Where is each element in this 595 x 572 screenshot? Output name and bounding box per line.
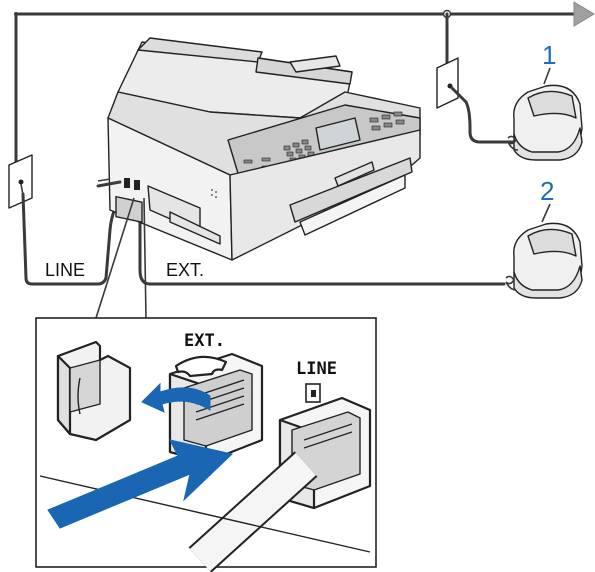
left-wall-jack: [8, 12, 33, 209]
ext-label: EXT.: [166, 260, 204, 280]
zoom-callout-lines: [95, 197, 147, 319]
phone-2-number: 2: [540, 176, 554, 206]
phone-cord: [39, 451, 371, 572]
curved-arrow-icon: [141, 382, 211, 413]
phone-1-pointer: [543, 67, 551, 85]
telephone-handset-icon: [507, 84, 583, 161]
outgoing-line: [14, 1, 595, 27]
ext-port: [168, 352, 264, 464]
ext-wire: [138, 193, 506, 286]
push-arrow-icon: [47, 439, 234, 529]
fax-machine: [96, 37, 421, 261]
phone-2-pointer: [541, 203, 551, 223]
telephone-handset-icon: [174, 355, 228, 378]
line-port-label: LINE: [296, 359, 337, 379]
telephone-handset-icon: [505, 222, 583, 299]
ext-port-label: EXT.: [184, 331, 225, 351]
line-label: LINE: [45, 260, 85, 280]
phone-1-number: 1: [542, 40, 556, 70]
right-wall-jack: [436, 12, 522, 144]
right-arrow-icon: [573, 1, 595, 27]
protective-cap: [56, 340, 132, 442]
port-detail-box: EXT. LINE: [35, 317, 377, 572]
